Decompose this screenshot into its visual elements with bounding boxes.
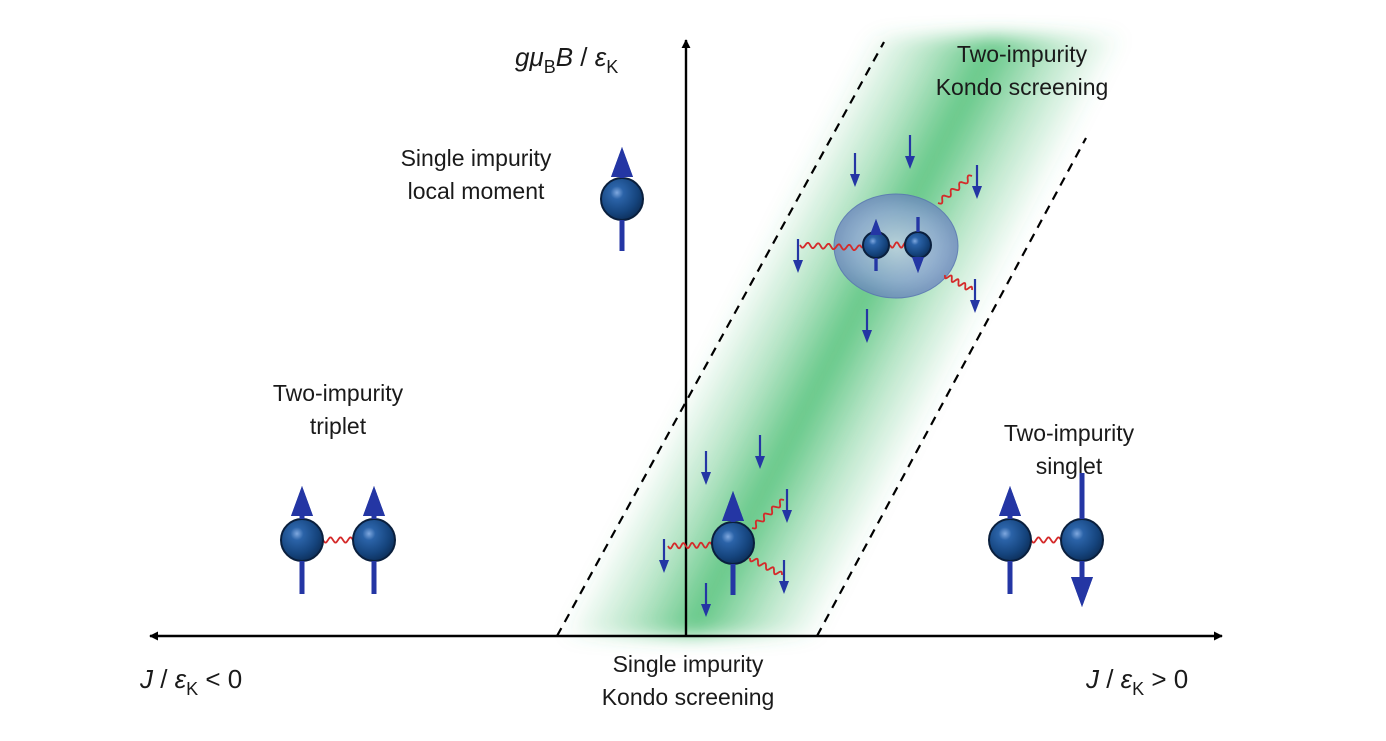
spin-down-arrow-head: [779, 581, 789, 594]
spin-down-arrow-head: [701, 604, 711, 617]
impurity-sphere: [600, 177, 644, 221]
svg-text:Two-impurity: Two-impurity: [1004, 420, 1135, 446]
exchange-coupling: [937, 174, 973, 205]
svg-text:Single impurity: Single impurity: [613, 651, 764, 677]
svg-text:Two-impurity: Two-impurity: [957, 41, 1088, 67]
spin-arrow-tip: [912, 257, 924, 273]
impurity-sphere: [862, 231, 890, 259]
x-axis-label-left: J / εK < 0: [139, 664, 242, 699]
spin-down-arrow-head: [905, 156, 915, 169]
svg-text:local moment: local moment: [408, 178, 545, 204]
spin-arrow-tip: [291, 486, 313, 516]
exchange-coupling: [943, 274, 974, 291]
spin-down-arrow-head: [972, 186, 982, 199]
svg-text:Kondo screening: Kondo screening: [602, 684, 775, 710]
impurity-sphere: [711, 521, 755, 565]
spin-down-arrow-head: [850, 174, 860, 187]
spin-down-arrow-head: [970, 300, 980, 313]
spin-arrow-tip: [363, 486, 385, 516]
label-single-impurity-kondo: Single impurity Kondo screening: [602, 651, 775, 710]
left-boundary-dashed: [556, 41, 885, 637]
impurity-sphere: [904, 231, 932, 259]
spin-arrow-tip: [1071, 577, 1093, 607]
spin-arrow-tip: [722, 491, 744, 521]
spin-down-arrow-head: [862, 330, 872, 343]
exchange-coupling: [749, 557, 783, 576]
svg-text:triplet: triplet: [310, 413, 367, 439]
impurity-sphere: [1060, 518, 1104, 562]
impurity-sphere: [988, 518, 1032, 562]
label-two-impurity-kondo: Two-impurity Kondo screening: [936, 41, 1109, 100]
label-two-impurity-triplet: Two-impurity triplet: [273, 380, 404, 439]
svg-text:Single impurity: Single impurity: [401, 145, 552, 171]
right-boundary-dashed: [816, 137, 1087, 637]
exchange-coupling: [799, 242, 863, 251]
exchange-coupling: [667, 541, 713, 550]
spin-down-arrow-head: [755, 456, 765, 469]
kondo-band: [560, 36, 1127, 636]
spin-down-arrow-head: [793, 260, 803, 273]
x-axis-label-right: J / εK > 0: [1085, 664, 1188, 699]
exchange-coupling: [1030, 536, 1062, 544]
exchange-coupling: [751, 498, 785, 530]
spin-down-arrow-head: [782, 510, 792, 523]
spin-arrow-tip: [870, 219, 882, 235]
y-axis-label: gμBB / εK: [515, 42, 618, 77]
svg-text:Two-impurity: Two-impurity: [273, 380, 404, 406]
kondo-cloud: [833, 193, 959, 299]
spin-arrow-tip: [611, 147, 633, 177]
svg-text:singlet: singlet: [1036, 453, 1103, 479]
glyph-layer: [280, 135, 1104, 617]
label-single-local-moment: Single impurity local moment: [401, 145, 552, 204]
spin-down-arrow-head: [701, 472, 711, 485]
label-two-impurity-singlet: Two-impurity singlet: [1004, 420, 1135, 479]
spin-down-arrow-head: [659, 560, 669, 573]
exchange-coupling: [322, 536, 354, 544]
svg-text:Kondo screening: Kondo screening: [936, 74, 1109, 100]
impurity-sphere: [352, 518, 396, 562]
impurity-sphere: [280, 518, 324, 562]
spin-arrow-tip: [999, 486, 1021, 516]
